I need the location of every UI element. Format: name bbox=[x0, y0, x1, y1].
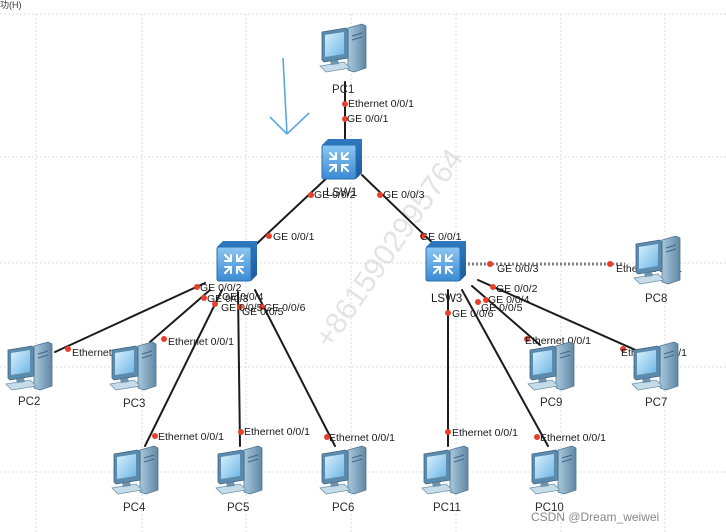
port-label-lsw1-ge3: GE 0/0/3 bbox=[383, 189, 425, 201]
port-label-lsw2-ge3: GE 0/0/3 bbox=[207, 293, 249, 305]
links bbox=[54, 81, 641, 447]
port-label-lsw2-ge1: GE 0/0/1 bbox=[273, 231, 315, 243]
pc11-computer-icon[interactable] bbox=[421, 445, 469, 495]
port-label-lsw1-ge1: GE 0/0/1 bbox=[347, 113, 389, 125]
port-label-lsw3-ge5: GE 0/0/5 bbox=[481, 302, 523, 314]
port-label-lsw2-ge5b: GE 0/0/5 bbox=[242, 306, 284, 318]
switch-label-lsw3: LSW3 bbox=[431, 293, 462, 305]
pc-label-pc3: PC3 bbox=[123, 398, 145, 410]
port-label-lsw1-ge2: GE 0/0/2 bbox=[314, 189, 356, 201]
pc-label-pc7: PC7 bbox=[645, 397, 667, 409]
pc-label-pc6: PC6 bbox=[332, 502, 354, 514]
port-label-pc9-eth: Ethernet 0/0/1 bbox=[525, 335, 591, 347]
port-label-pc3-eth: Ethernet 0/0/1 bbox=[168, 336, 234, 348]
pc8-computer-icon[interactable] bbox=[633, 235, 681, 285]
switches bbox=[216, 139, 466, 282]
arrow-annotation bbox=[269, 57, 310, 135]
pc3-computer-icon[interactable] bbox=[109, 341, 157, 391]
pc6-computer-icon[interactable] bbox=[319, 445, 367, 495]
pcs bbox=[5, 23, 681, 495]
pc5-computer-icon[interactable] bbox=[215, 445, 263, 495]
pc-label-pc4: PC4 bbox=[123, 502, 146, 514]
port-label-lsw3-ge2: GE 0/0/2 bbox=[496, 283, 538, 295]
pc4-computer-icon[interactable] bbox=[111, 445, 159, 495]
link-lsw2-pc2[interactable] bbox=[54, 282, 206, 353]
port-label-lsw2-ge4: GE 0/0/4 bbox=[222, 291, 264, 303]
pc-label-pc9: PC9 bbox=[540, 397, 562, 409]
link-lsw1-lsw3[interactable] bbox=[361, 174, 441, 251]
pc9-computer-icon[interactable] bbox=[527, 341, 575, 391]
port-label-lsw3-ge1: GE 0/0/1 bbox=[420, 231, 462, 243]
port-dots bbox=[65, 101, 626, 440]
port-label-pc5-eth: Ethernet 0/0/1 bbox=[244, 426, 310, 438]
link-lsw2-pc4[interactable] bbox=[144, 289, 223, 447]
switch-lsw3-icon[interactable] bbox=[425, 241, 466, 282]
port-label-lsw2-ge6: GE 0/0/6 bbox=[264, 302, 306, 314]
pc-label-pc8: PC8 bbox=[645, 293, 667, 305]
port-label-pc6-eth: Ethernet 0/0/1 bbox=[329, 432, 395, 444]
port-label-pc10-eth: Ethernet 0/0/1 bbox=[540, 432, 606, 444]
pc2-computer-icon[interactable] bbox=[5, 341, 53, 391]
port-label-lsw3-ge6: GE 0/0/6 bbox=[452, 308, 494, 320]
pc-label-pc11: PC11 bbox=[433, 502, 461, 514]
pc1-computer-icon[interactable] bbox=[319, 23, 367, 73]
switch-lsw2-icon[interactable] bbox=[216, 241, 257, 282]
credit-text: CSDN @Dream_weiwei bbox=[531, 510, 659, 524]
link-lsw2-pc5[interactable] bbox=[237, 291, 241, 447]
menu-fragment[interactable]: 功(H) bbox=[0, 0, 22, 10]
port-label-lsw3-ge4: GE 0/0/4 bbox=[488, 294, 530, 306]
port-label-lsw2-ge2: GE 0/0/2 bbox=[200, 282, 242, 294]
port-label-pc4-eth: Ethernet 0/0/1 bbox=[158, 431, 224, 443]
link-lsw3-pc10[interactable] bbox=[461, 289, 549, 447]
pc7-computer-icon[interactable] bbox=[631, 341, 679, 391]
link-lsw3-pc7[interactable] bbox=[477, 279, 641, 353]
switch-label-lsw1: LSW1 bbox=[326, 187, 357, 199]
pc10-computer-icon[interactable] bbox=[529, 445, 577, 495]
pc-label-pc10: PC10 bbox=[535, 502, 564, 514]
pc-label-pc5: PC5 bbox=[227, 502, 249, 514]
link-lsw2-pc6[interactable] bbox=[254, 289, 336, 447]
link-lsw1-lsw2[interactable] bbox=[249, 174, 331, 251]
port-label-pc11-eth: Ethernet 0/0/1 bbox=[452, 427, 518, 439]
pc-label-pc2: PC2 bbox=[18, 396, 40, 408]
port-label-pc1-eth: Ethernet 0/0/1 bbox=[348, 98, 414, 110]
link-lsw2-pc3[interactable] bbox=[149, 289, 211, 343]
pc-label-pc1: PC1 bbox=[332, 84, 354, 96]
port-label-lsw2-ge5: GE 0/0/5 bbox=[221, 302, 263, 314]
link-lsw3-pc9[interactable] bbox=[471, 285, 541, 346]
port-label-lsw3-ge3: GE 0/0/3 bbox=[497, 263, 539, 275]
switch-lsw1-icon[interactable] bbox=[321, 139, 362, 180]
